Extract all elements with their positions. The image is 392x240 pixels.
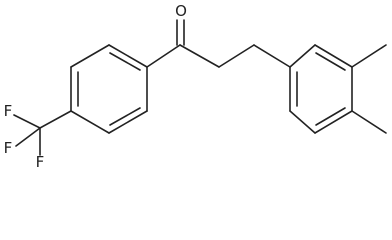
- bond: [289, 110, 316, 134]
- bond: [108, 44, 148, 68]
- double-bond-inner: [315, 107, 346, 126]
- methyl-bond: [351, 44, 387, 68]
- fluorine-label: F: [36, 153, 45, 171]
- bond: [314, 110, 353, 134]
- propanone-chain: O: [146, 2, 291, 68]
- chemical-structure: F F F O: [4, 2, 387, 171]
- bond: [39, 110, 72, 129]
- bond: [70, 110, 110, 134]
- double-bond-inner: [315, 52, 346, 71]
- bond: [179, 44, 220, 68]
- bond: [13, 114, 41, 129]
- double-bond-inner: [109, 107, 141, 126]
- fluorine-label: F: [4, 102, 13, 120]
- bond: [15, 127, 41, 147]
- bond: [146, 44, 181, 68]
- trifluoromethyl-group: F F F: [4, 102, 72, 171]
- oxygen-label: O: [175, 2, 187, 20]
- methyl-groups: [351, 44, 387, 134]
- bond: [289, 44, 316, 68]
- bond: [108, 110, 148, 134]
- bond: [253, 44, 291, 68]
- right-benzene-ring: [289, 44, 353, 134]
- left-benzene-ring: [70, 44, 148, 134]
- methyl-bond: [351, 110, 387, 134]
- bond: [70, 44, 110, 68]
- fluorine-label: F: [4, 139, 13, 157]
- double-bond-inner: [109, 52, 141, 71]
- bond: [314, 44, 353, 68]
- bond: [218, 44, 255, 68]
